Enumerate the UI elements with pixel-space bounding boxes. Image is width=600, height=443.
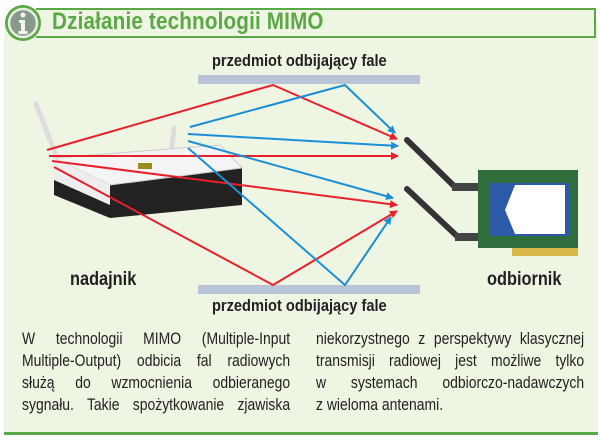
blue-signal-arrow bbox=[187, 147, 392, 287]
blue-signal-arrow bbox=[187, 133, 399, 150]
red-signal-arrow bbox=[46, 83, 398, 151]
header-bar bbox=[36, 8, 596, 38]
body-text-right: niekorzystnego z perspektywy klasycznej … bbox=[316, 328, 584, 416]
body-line: z wieloma antenami. bbox=[316, 395, 444, 414]
info-icon bbox=[5, 5, 41, 41]
receiver-label: odbiornik bbox=[487, 269, 562, 290]
page-title: Działanie technologii MIMO bbox=[52, 8, 324, 35]
reflector-bottom bbox=[198, 285, 420, 294]
body-line: transmisji radiowej jest możliwe tylko bbox=[316, 351, 585, 370]
body-line: sygnału. Takie spożytkowanie zjawiska bbox=[22, 395, 291, 414]
red-signal-arrow bbox=[51, 160, 398, 209]
reflector-top-label: przedmiot odbijający fale bbox=[212, 51, 387, 70]
blue-signal-arrow bbox=[189, 83, 396, 134]
red-signal-arrow bbox=[53, 166, 398, 287]
reflector-top bbox=[198, 75, 420, 84]
body-line: niekorzystnego z perspektywy klasycznej bbox=[316, 329, 585, 348]
blue-signal-arrow bbox=[187, 140, 394, 200]
transmitter-label: nadajnik bbox=[70, 269, 137, 290]
body-line: Multiple-Output) odbicia fal radiowych bbox=[22, 351, 291, 370]
receiver-card-image bbox=[404, 137, 578, 256]
body-line: w systemach odbiorczo-nadawczych bbox=[316, 373, 585, 392]
body-text-left: W technologii MIMO (Multiple-Input Multi… bbox=[22, 328, 290, 416]
body-line: W technologii MIMO (Multiple-Input bbox=[22, 329, 291, 348]
reflector-bottom-label: przedmiot odbijający fale bbox=[212, 296, 387, 315]
body-line: służą do wzmocnienia odbieranego bbox=[22, 373, 291, 392]
